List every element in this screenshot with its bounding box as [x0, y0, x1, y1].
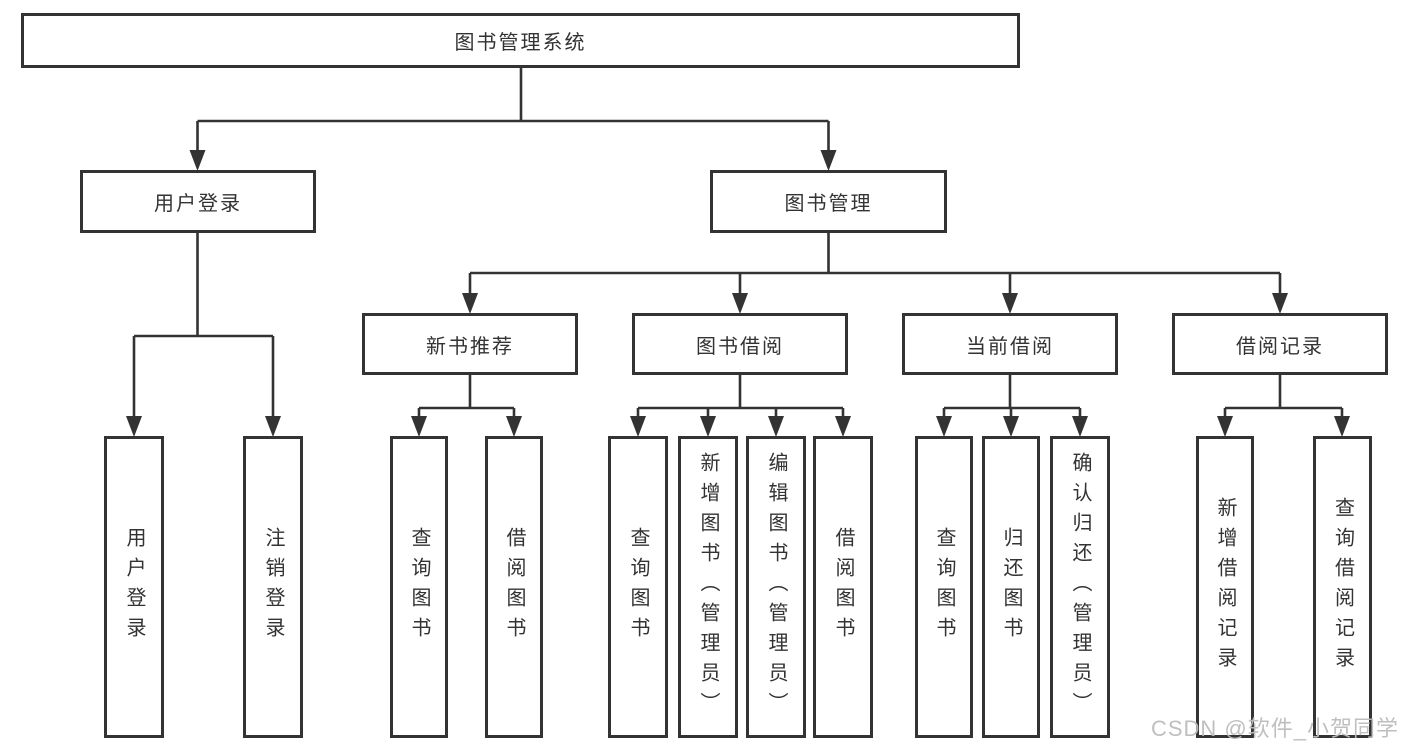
- leaf-add-books-admin: 新增图书（管理员）: [678, 436, 738, 738]
- leaf-user-login: 用户登录: [104, 436, 164, 738]
- arrowhead-icon: [189, 150, 206, 171]
- arrowhead-icon: [1272, 293, 1288, 314]
- leaf-logout: 注销登录: [243, 436, 303, 738]
- arrowhead-icon: [126, 416, 142, 437]
- leaf-edit-books-admin: 编辑图书（管理员）: [746, 436, 806, 738]
- edge-user-login-children: [132, 233, 275, 420]
- node-current-borrow: 当前借阅: [902, 313, 1118, 375]
- arrowhead-icon: [835, 416, 851, 437]
- csdn-watermark: CSDN @软件_小贺同学: [1150, 716, 1399, 741]
- arrowhead-icon: [732, 293, 748, 314]
- node-root-system: 图书管理系统: [21, 13, 1020, 68]
- node-borrow-record: 借阅记录: [1172, 313, 1388, 375]
- arrowhead-icon: [462, 293, 478, 314]
- node-user-login: 用户登录: [80, 170, 316, 233]
- leaf-query-books-borrow: 查询图书: [608, 436, 668, 738]
- node-book-management: 图书管理: [710, 170, 947, 233]
- arrowhead-icon: [630, 416, 646, 437]
- arrowhead-icon: [820, 150, 837, 171]
- leaf-borrow-books-recommend: 借阅图书: [485, 436, 543, 738]
- leaf-return-books: 归还图书: [982, 436, 1040, 738]
- arrowhead-icon: [506, 416, 522, 437]
- arrowhead-icon: [1334, 416, 1350, 437]
- leaf-query-borrow-record: 查询借阅记录: [1313, 436, 1372, 738]
- node-book-borrow: 图书借阅: [632, 313, 848, 375]
- arrowhead-icon: [1072, 416, 1088, 437]
- arrowhead-icon: [265, 416, 281, 437]
- leaf-confirm-return-admin: 确认归还（管理员）: [1050, 436, 1110, 738]
- arrowhead-icon: [768, 416, 784, 437]
- edge-root-to-level2: [196, 68, 830, 154]
- edge-new-book-children: [417, 375, 516, 420]
- edge-borrow-record-children: [1223, 375, 1344, 420]
- arrowhead-icon: [936, 416, 952, 437]
- arrowhead-icon: [1003, 416, 1019, 437]
- edge-current-borrow-children: [942, 375, 1082, 420]
- arrowhead-icon: [1002, 293, 1018, 314]
- leaf-query-books-current: 查询图书: [915, 436, 973, 738]
- leaf-query-books-recommend: 查询图书: [390, 436, 448, 738]
- arrowhead-icon: [700, 416, 716, 437]
- arrowhead-icon: [411, 416, 427, 437]
- arrowhead-icon: [1217, 416, 1233, 437]
- leaf-add-borrow-record: 新增借阅记录: [1196, 436, 1254, 738]
- node-new-book-recommend: 新书推荐: [362, 313, 578, 375]
- edge-book-borrow-children: [636, 375, 845, 420]
- leaf-borrow-books: 借阅图书: [813, 436, 873, 738]
- edge-book-mgmt-children: [468, 233, 1282, 297]
